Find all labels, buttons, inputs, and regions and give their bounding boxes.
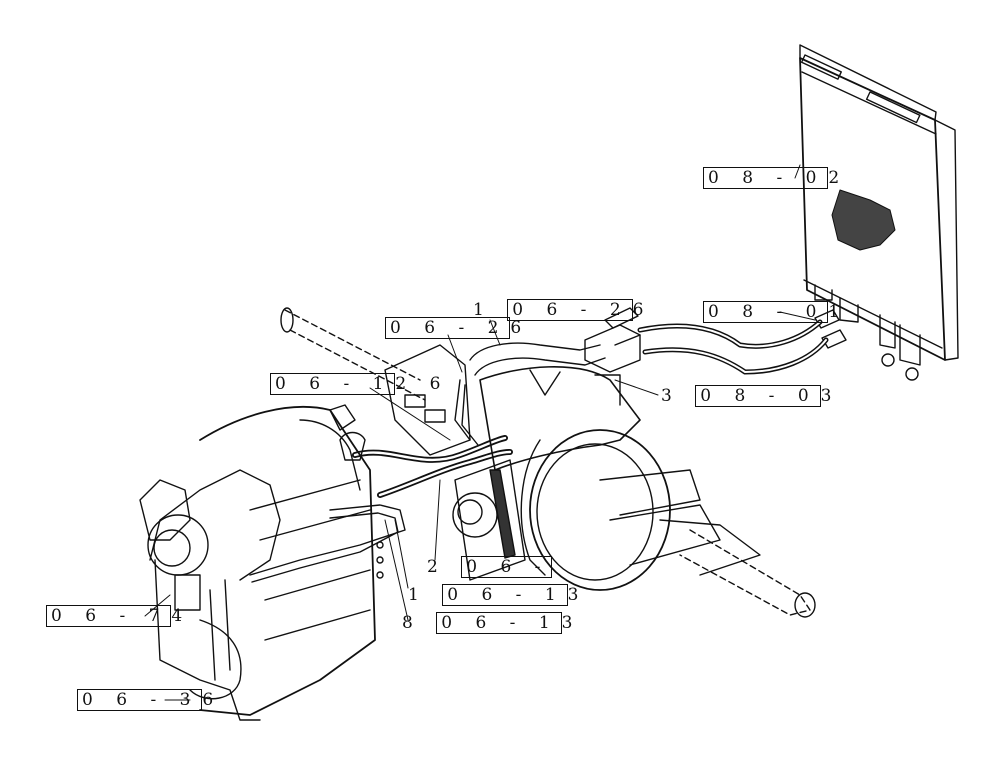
callout-suffix: 3 <box>561 613 582 633</box>
callout-box: 0 6 - 1 <box>436 612 562 634</box>
rigid-tubes <box>249 342 606 583</box>
callout-box: 0 6 - 1 <box>442 584 568 606</box>
callout-suffix: 1 <box>828 302 849 322</box>
drive-shaft <box>280 307 471 456</box>
transmission-hoses <box>352 435 513 498</box>
callout-box: 0 6 - 1 <box>270 373 396 395</box>
callout-box: 0 6 - 7 <box>46 605 172 627</box>
callout-2-06: 2 0 6 - <box>427 556 553 578</box>
callout-box: 0 8 - 0 <box>703 167 829 189</box>
callout-box: 0 6 - 2 <box>385 317 511 339</box>
callout-box: 0 6 - 2 <box>507 299 633 321</box>
callout-box: 0 6 - 3 <box>77 689 203 711</box>
callout-suffix: 3 <box>820 386 841 406</box>
callout-item-number: 2 <box>427 557 447 577</box>
axle-housing <box>452 366 816 618</box>
callout-suffix: 3 <box>567 585 588 605</box>
valve-block <box>584 307 641 373</box>
callout-suffix: 6 <box>202 690 223 710</box>
callout-suffix: 4 <box>171 606 192 626</box>
callout-item-number: 1 <box>408 585 428 605</box>
callout-box: 0 8 - 0 <box>703 301 829 323</box>
callout-suffix: 2 <box>828 168 849 188</box>
callout-suffix: 2 6 <box>395 374 450 394</box>
transmission <box>139 404 384 721</box>
callout-item-number: 1 <box>473 300 493 320</box>
callout-item-number: 8 <box>402 613 422 633</box>
callout-suffix: 6 <box>510 318 531 338</box>
callout-box: 0 8 - 0 <box>695 385 821 407</box>
leader-lines <box>144 164 816 701</box>
oil-cooler-radiator <box>799 44 959 381</box>
callout-box: 0 6 - <box>461 556 553 578</box>
callout-item-number: 3 <box>661 386 681 406</box>
callout-suffix: 6 <box>632 300 653 320</box>
